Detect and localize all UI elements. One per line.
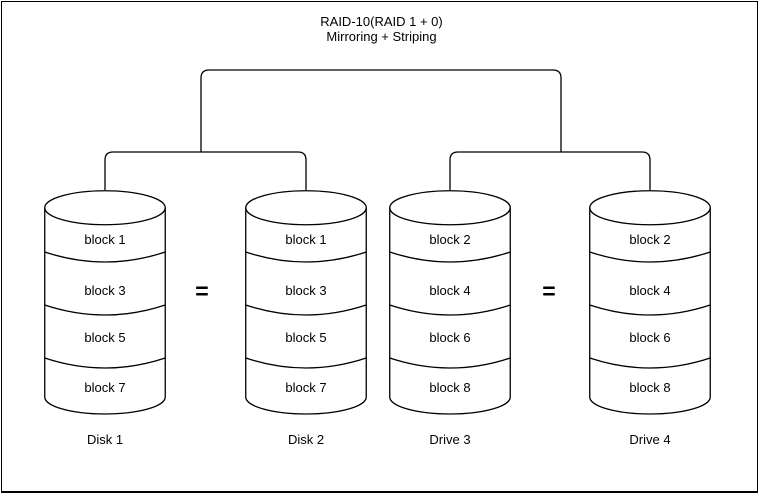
disk-cylinder-icon: [389, 190, 511, 415]
disk-cylinder-icon: [245, 190, 367, 415]
block-label: block 4: [629, 283, 671, 298]
drive-3: block 2 block 4 block 6 block 8: [389, 190, 511, 416]
block-label: block 8: [629, 380, 671, 395]
drive-4: block 2 block 4 block 6 block 8: [589, 190, 711, 416]
disk-cylinder-icon: [589, 190, 711, 415]
block-label: block 2: [629, 232, 671, 247]
disk-2-label: Disk 2: [287, 432, 325, 447]
block-label: block 4: [429, 283, 471, 298]
mirror-equals-sign-left: =: [195, 278, 209, 304]
disk-1: block 1 block 3 block 5 block 7: [44, 190, 166, 416]
disk-1-label: Disk 1: [86, 432, 124, 447]
diagram-title: RAID-10(RAID 1 + 0) Mirroring + Striping: [0, 14, 763, 44]
block-label: block 8: [429, 380, 471, 395]
drive-4-label: Drive 4: [629, 432, 671, 447]
block-label: block 7: [285, 380, 327, 395]
left-pair-bracket-line: [104, 151, 307, 190]
block-label: block 2: [429, 232, 471, 247]
drive-3-label: Drive 3: [429, 432, 471, 447]
block-label: block 6: [629, 330, 671, 345]
block-label: block 5: [84, 330, 126, 345]
block-label: block 7: [84, 380, 126, 395]
disk-2: block 1 block 3 block 5 block 7: [245, 190, 367, 416]
block-label: block 1: [285, 232, 327, 247]
disk-cylinder-icon: [44, 190, 166, 415]
right-pair-bracket-line: [449, 151, 651, 190]
title-line-1: RAID-10(RAID 1 + 0): [320, 14, 443, 29]
block-label: block 6: [429, 330, 471, 345]
block-label: block 5: [285, 330, 327, 345]
block-label: block 1: [84, 232, 126, 247]
title-line-2: Mirroring + Striping: [326, 29, 437, 44]
block-label: block 3: [285, 283, 327, 298]
block-label: block 3: [84, 283, 126, 298]
top-bracket-line: [200, 69, 562, 152]
mirror-equals-sign-right: =: [542, 278, 556, 304]
